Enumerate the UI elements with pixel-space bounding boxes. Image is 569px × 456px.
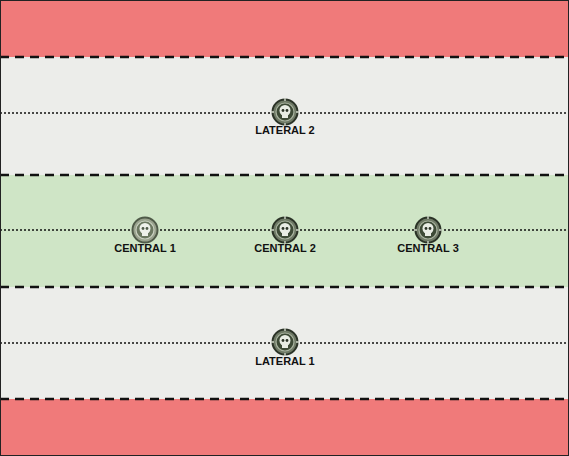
objective-label: CENTRAL 3: [397, 242, 459, 255]
zone-borders: [0, 57, 569, 399]
objective-label: CENTRAL 1: [114, 242, 176, 255]
objective-markers: [133, 98, 443, 356]
objective-label: LATERAL 1: [255, 355, 315, 368]
objective-label: LATERAL 2: [255, 124, 315, 137]
objective-lines: [0, 113, 569, 343]
objective-label: CENTRAL 2: [254, 242, 316, 255]
